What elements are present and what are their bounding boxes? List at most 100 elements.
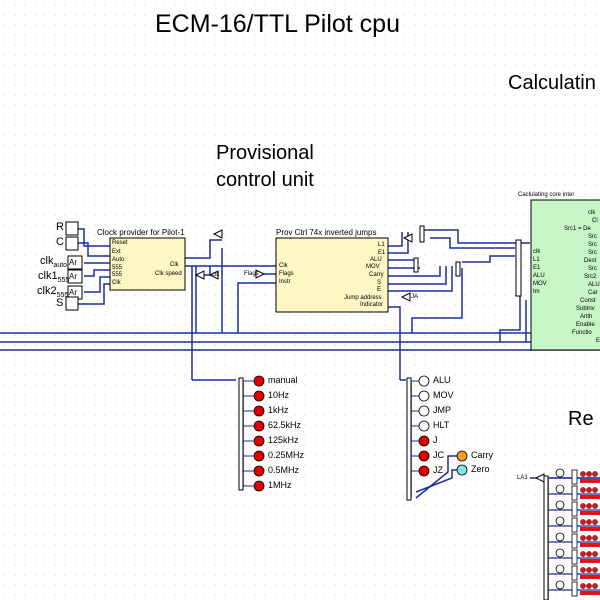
switch-c[interactable] xyxy=(65,236,79,251)
register-bit-led xyxy=(586,487,592,493)
pc-pin-clk: Clk xyxy=(279,263,288,269)
register-bit-led xyxy=(592,487,598,493)
core-right-pin: Car xyxy=(588,290,598,296)
core-right-pin: Dest xyxy=(584,258,597,264)
register-bit-led xyxy=(592,519,598,525)
core-left-pin: E1 xyxy=(533,265,541,271)
wire-indicator xyxy=(388,306,401,380)
cp-tunnel-clk: clk xyxy=(212,272,220,278)
status-led-label: JMP xyxy=(433,405,451,415)
wire-clk2 xyxy=(84,276,110,293)
core-right-pin: Functio xyxy=(572,330,592,336)
wire-core-bus xyxy=(420,229,530,244)
splitter-top xyxy=(419,225,425,243)
clk2-text: clk2 xyxy=(37,285,57,297)
wire-r xyxy=(78,228,110,247)
splitter-core xyxy=(515,239,522,297)
page-title: ECM-16/TTL Pilot cpu xyxy=(155,10,400,38)
register-bit-led xyxy=(586,519,592,525)
speed-led xyxy=(253,420,265,432)
cp-pin-auto: Auto xyxy=(112,257,125,263)
core-right-pin: Arith xyxy=(580,314,593,320)
register-bit-bar xyxy=(580,559,600,563)
switch-ar-clk1[interactable] xyxy=(67,269,83,284)
registers-section-title: Re xyxy=(568,408,594,430)
register-bit-led xyxy=(592,535,598,541)
register-bit-led xyxy=(580,551,586,557)
register-splitter xyxy=(571,565,578,581)
tunnel-ja xyxy=(400,292,411,302)
speed-led xyxy=(253,435,265,447)
switch-ar-label-1: Ar xyxy=(69,258,77,267)
core-left-pin: L1 xyxy=(533,257,540,263)
status-led-label: JZ xyxy=(433,465,443,475)
switch-ar-label-3: Ar xyxy=(69,288,77,297)
prov-ctrl-block xyxy=(275,237,389,313)
wire-core-bus2 xyxy=(430,237,515,249)
wire-carry xyxy=(388,266,441,277)
switch-s[interactable] xyxy=(65,296,79,311)
pc-pin-flags: Flags xyxy=(279,271,294,277)
register-bit-bar xyxy=(580,591,600,595)
splitter-status xyxy=(406,377,412,501)
status-led-label: JC xyxy=(433,450,444,460)
register-bit-led xyxy=(580,471,586,477)
register-bit-bar xyxy=(580,575,600,579)
pc-pin-carry: Carry xyxy=(369,272,384,278)
status-led xyxy=(418,375,430,387)
switch-r[interactable] xyxy=(65,221,79,236)
register-bit-led xyxy=(580,519,586,525)
wire-c xyxy=(78,242,110,257)
speed-led-leads xyxy=(243,380,419,487)
register-bit-led xyxy=(586,471,592,477)
cp-pin-ext: Ext xyxy=(112,249,121,255)
wire-core-bus4 xyxy=(411,268,463,333)
status-led xyxy=(418,465,430,477)
register-splitter xyxy=(571,533,578,549)
register-bit-led xyxy=(592,583,598,589)
status-led xyxy=(418,450,430,462)
clk1-sub: 555 xyxy=(57,277,70,285)
status-led xyxy=(418,405,430,417)
speed-led-label: 10Hz xyxy=(268,390,290,400)
core-left-pin: ALU xyxy=(533,273,545,279)
register-bit-led xyxy=(580,535,586,541)
wire-core-bus3 xyxy=(462,255,515,263)
register-splitter xyxy=(571,501,578,517)
clock-provider-title: Clock provider for Pilot-1 xyxy=(97,228,185,237)
calc-core-title: Caclulating core inter xyxy=(518,192,575,198)
status-led-label: HLT xyxy=(433,420,450,430)
cp-pin-reset: Reset xyxy=(112,240,128,246)
core-right-pin: clk xyxy=(588,210,596,216)
clk-auto-sub: auto xyxy=(53,262,68,270)
splitter-mid xyxy=(413,257,419,273)
switch-ar-auto[interactable] xyxy=(67,255,83,270)
speed-led xyxy=(253,390,265,402)
tunnel-flags xyxy=(255,269,266,279)
clk2-sub: 555 xyxy=(56,292,69,300)
status-led xyxy=(418,420,430,432)
cp-pin-555a: 555 xyxy=(112,265,123,271)
status-led-label: ALU xyxy=(433,375,451,385)
prov-ctrl-title: Prov Ctrl 74x inverted jumps xyxy=(276,228,377,237)
speed-led xyxy=(253,450,265,462)
register-led xyxy=(555,484,565,494)
provisional-title-line2: control unit xyxy=(216,169,314,191)
input-label-clk1: clk1555 xyxy=(38,270,69,284)
speed-led xyxy=(253,375,265,387)
register-splitter xyxy=(571,549,578,565)
pc-pin-indicator: Indicator xyxy=(360,302,384,308)
register-bit-bar xyxy=(580,511,600,515)
calc-core-block xyxy=(530,199,600,351)
status-led-group xyxy=(418,375,430,477)
register-bit-bar xyxy=(580,527,600,531)
led-zero xyxy=(456,464,468,476)
speed-led-label: 1kHz xyxy=(268,405,289,415)
speed-led-group xyxy=(253,375,265,492)
register-bit-led xyxy=(592,567,598,573)
register-bit-led xyxy=(592,503,598,509)
register-tunnel-label: LA1 xyxy=(517,475,528,481)
input-label-c: C xyxy=(56,236,64,248)
register-bit-led xyxy=(586,503,592,509)
